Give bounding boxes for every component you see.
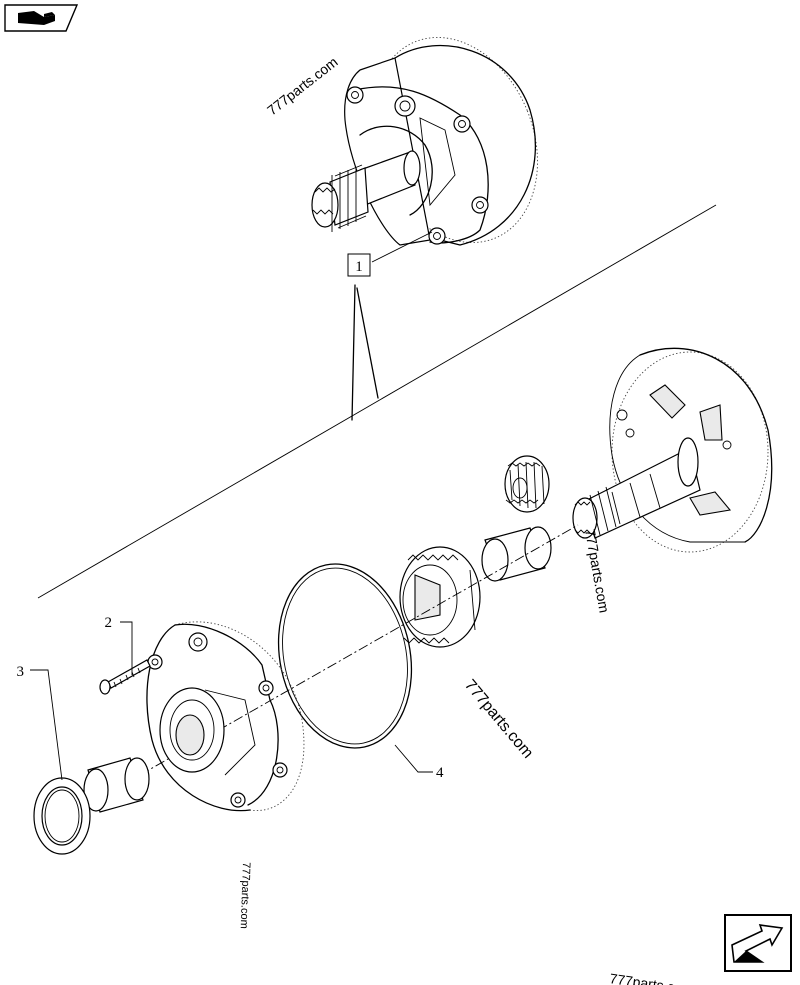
ring-gear (399, 546, 481, 648)
explode-indicator (351, 284, 379, 421)
assembly-axis (139, 524, 579, 776)
book-icon[interactable] (4, 4, 79, 32)
watermark-text: 777parts.com (582, 528, 612, 614)
bolt (99, 659, 151, 695)
watermark-text: 777parts.com (264, 54, 341, 119)
front-cover (146, 621, 305, 812)
pump-body-with-shaft (572, 347, 773, 553)
watermark-text: 777parts.com (461, 677, 536, 762)
callout-4: 4 (436, 765, 444, 781)
oil-seal (33, 777, 91, 855)
divider-line (37, 204, 717, 599)
leader-4 (394, 744, 433, 773)
callout-1: 1 (347, 253, 371, 277)
callout-1-label: 1 (355, 259, 363, 275)
bushing-left (83, 757, 150, 813)
callout-2: 2 (105, 615, 113, 631)
bushing-right (481, 526, 552, 582)
callout-3: 3 (17, 664, 25, 680)
small-gear (504, 455, 550, 513)
arrow-icon[interactable] (724, 914, 792, 972)
leader-3 (30, 669, 63, 781)
watermark-text: 777parts.c (609, 970, 676, 985)
assembled-pump-illustration (311, 37, 538, 263)
watermark-text: 777parts.com (238, 862, 252, 929)
leader-2 (120, 621, 133, 675)
